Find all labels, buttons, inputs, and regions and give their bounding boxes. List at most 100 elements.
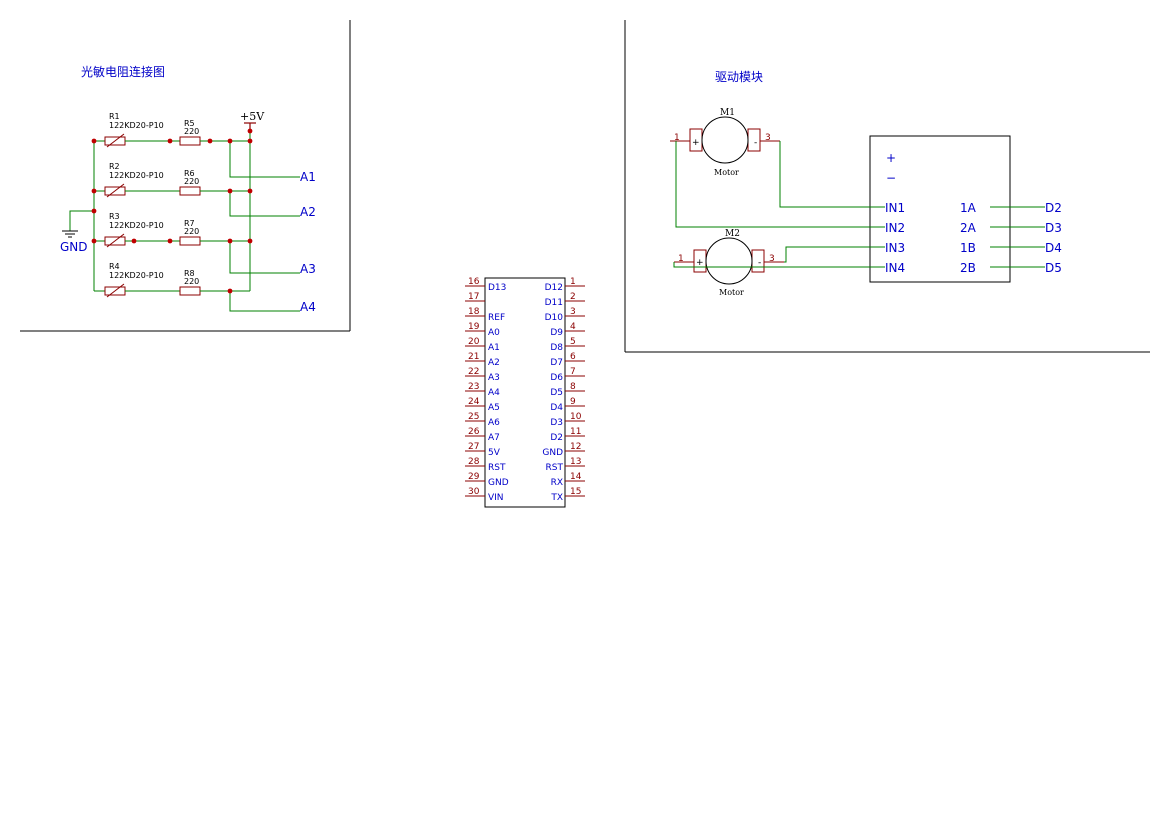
- net-label-a1: A1: [300, 170, 316, 184]
- ldr-ref: R4: [109, 262, 120, 271]
- mcu-pin-name: A4: [488, 388, 500, 398]
- mcu-pin-name: D11: [545, 298, 563, 308]
- resistor-ref: R6: [184, 169, 195, 178]
- mcu-pins: 16D131718REF19A020A121A222A323A424A525A6…: [465, 277, 585, 503]
- junction-dot: [91, 138, 97, 144]
- motor-minus: -: [754, 138, 757, 148]
- driver-section-title: 驱动模块: [715, 70, 763, 84]
- resistor-value: 220: [184, 277, 199, 286]
- mcu-pin-number: 1: [570, 277, 576, 287]
- mcu-pin-number: 30: [468, 487, 480, 497]
- mcu-pin-number: 25: [468, 412, 479, 422]
- junction-dot: [227, 138, 233, 144]
- mcu-pin-number: 16: [468, 277, 480, 287]
- mcu-pin-name: A6: [488, 418, 500, 428]
- ldr-value: 122KD20-P10: [109, 171, 164, 180]
- resistor-body: [179, 286, 201, 296]
- module-output-1a: 1A: [960, 201, 977, 215]
- mcu-pin-name: D3: [550, 418, 563, 428]
- junction-dot: [167, 138, 173, 144]
- mcu-pin-name: RX: [551, 478, 563, 488]
- mcu-pin-name: D12: [545, 283, 563, 293]
- junction-dot: [247, 188, 253, 194]
- net-label-a3: A3: [300, 262, 316, 276]
- junction-dot: [247, 138, 253, 144]
- mcu-pin-name: GND: [542, 448, 563, 458]
- mcu-pin-name: D13: [488, 283, 506, 293]
- mcu-pin-number: 6: [570, 352, 576, 362]
- resistor-value: 220: [184, 227, 199, 236]
- mcu-pin-number: 15: [570, 487, 581, 497]
- mcu-body: [484, 277, 566, 508]
- resistor-ref: R7: [184, 219, 195, 228]
- motor-pin-left: 1: [674, 133, 680, 143]
- power-symbol: +5V: [240, 110, 265, 131]
- mcu-pin-name: VIN: [488, 493, 504, 503]
- net-label-d5: D5: [1045, 261, 1062, 275]
- mcu-pin-name: RST: [546, 463, 564, 473]
- power-label: +5V: [240, 110, 265, 123]
- resistor-row-2: R2 122KD20-P10 R6 220 A2: [91, 162, 316, 219]
- motor-plus: +: [696, 258, 704, 268]
- mcu-pin-name: D8: [550, 343, 563, 353]
- ground-symbol: GND: [60, 210, 94, 254]
- mcu-pin-number: 12: [570, 442, 581, 452]
- photo-section-title: 光敏电阻连接图: [81, 64, 165, 79]
- mcu-pin-number: 21: [468, 352, 479, 362]
- resistor-body: [179, 136, 201, 146]
- motor-pin-right: 3: [765, 133, 771, 143]
- mcu-pin-number: 7: [570, 367, 576, 377]
- ldr-value: 122KD20-P10: [109, 121, 164, 130]
- resistor-row-4: R4 122KD20-P10 R8 220 A4: [94, 262, 316, 314]
- junction-dot: [91, 188, 97, 194]
- module-input-in1: IN1: [885, 201, 905, 215]
- mcu-pin-number: 2: [570, 292, 576, 302]
- resistor-ref: R5: [184, 119, 195, 128]
- junction-dot: [227, 288, 233, 294]
- mcu-pin-name: A3: [488, 373, 500, 383]
- resistor-value: 220: [184, 127, 199, 136]
- mcu-pin-name: A5: [488, 403, 500, 413]
- mcu-pin-name: GND: [488, 478, 509, 488]
- junction-dot: [247, 128, 253, 134]
- module-input-in2: IN2: [885, 221, 905, 235]
- mcu-pin-name: D7: [550, 358, 563, 368]
- ldr-value: 122KD20-P10: [109, 271, 164, 280]
- junction-dot: [207, 138, 213, 144]
- mcu-pin-number: 4: [570, 322, 576, 332]
- junction-dot: [227, 188, 233, 194]
- motor-m2: M2 + - Motor 1 3: [674, 229, 784, 297]
- junction-dot: [247, 238, 253, 244]
- mcu-pin-number: 10: [570, 412, 582, 422]
- resistor-body: [179, 236, 201, 246]
- mcu-pin-number: 17: [468, 292, 479, 302]
- junction-dot: [167, 238, 173, 244]
- mcu-pin-name: RST: [488, 463, 506, 473]
- motor-body: [705, 237, 753, 285]
- mcu-pin-number: 28: [468, 457, 480, 467]
- mcu-pin-number: 22: [468, 367, 479, 377]
- resistor-body: [179, 186, 201, 196]
- mcu-pin-name: A0: [488, 328, 500, 338]
- module-output-2b: 2B: [960, 261, 976, 275]
- mcu-pin-name: A2: [488, 358, 500, 368]
- motor-plus: +: [692, 138, 700, 148]
- mcu-pin-number: 23: [468, 382, 479, 392]
- resistor-row-3: R3 122KD20-P10 R7 220 A3: [91, 212, 316, 276]
- mcu-pin-name: 5V: [488, 448, 501, 458]
- mcu-pin-name: REF: [488, 313, 505, 323]
- motor-m1: M1 + - Motor 1 3: [670, 108, 780, 177]
- motor-ref: M2: [725, 229, 740, 239]
- net-label-d4: D4: [1045, 241, 1062, 255]
- mcu-pin-number: 8: [570, 382, 576, 392]
- mcu-pin-number: 3: [570, 307, 576, 317]
- net-label-a4: A4: [300, 300, 316, 314]
- mcu-pin-number: 27: [468, 442, 479, 452]
- junction-dot: [91, 238, 97, 244]
- junction-dot: [131, 238, 137, 244]
- module-minus: −: [886, 171, 896, 185]
- ldr-ref: R3: [109, 212, 120, 221]
- motor-pin-left: 1: [678, 254, 684, 264]
- ground-label: GND: [60, 240, 88, 254]
